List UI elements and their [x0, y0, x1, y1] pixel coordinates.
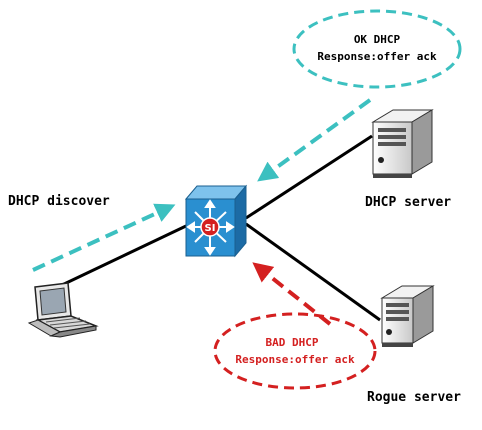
laptop-icon[interactable] [27, 282, 99, 338]
link-switch-dhcp-server [245, 134, 373, 220]
bad-dhcp-callout: BAD DHCP Response:offer ack [213, 312, 377, 390]
link-switch-rogue-server [245, 222, 381, 322]
network-links [61, 134, 381, 322]
ok-dhcp-callout: OK DHCP Response:offer ack [292, 9, 462, 89]
switch-badge: SI [205, 223, 216, 234]
rogue-server-icon[interactable] [380, 285, 435, 347]
discover-flow-arrow [32, 203, 176, 272]
rogue-server-label: Rogue server [367, 390, 461, 405]
link-client-switch [61, 224, 187, 287]
layer3-switch-icon[interactable]: SI [184, 184, 248, 258]
ok-callout-line2: Response:offer ack [317, 50, 437, 63]
dhcp-server-label: DHCP server [365, 195, 451, 210]
dhcp-server-icon[interactable] [371, 109, 434, 178]
dhcp-discover-label: DHCP discover [8, 194, 110, 209]
bad-offer-flow-arrow [252, 262, 332, 326]
bad-callout-line1: BAD DHCP [266, 336, 319, 349]
ok-offer-flow-arrow [257, 98, 372, 182]
ok-callout-line1: OK DHCP [354, 33, 401, 46]
bad-callout-line2: Response:offer ack [235, 353, 355, 366]
